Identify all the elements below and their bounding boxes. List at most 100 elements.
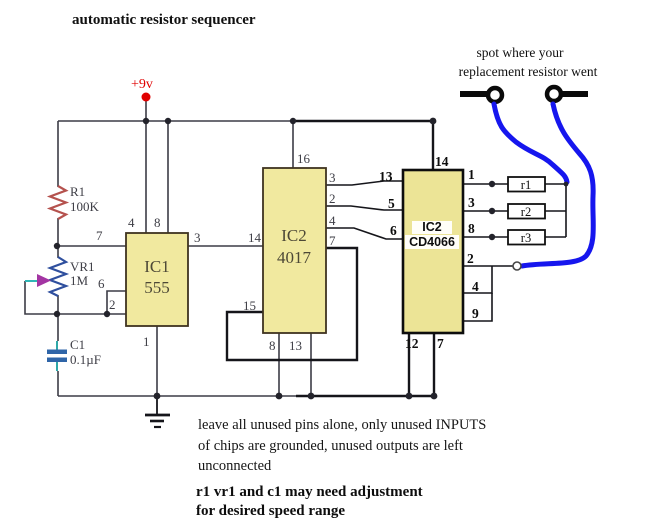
resistor-box-r2 bbox=[507, 203, 546, 220]
ic1-pin7: 7 bbox=[96, 228, 103, 243]
junction bbox=[488, 233, 496, 241]
ic1-pin3: 3 bbox=[194, 230, 201, 245]
ic2-4017-body bbox=[262, 167, 327, 334]
switch-part: CD4066 bbox=[409, 235, 455, 249]
switch-pin8: 8 bbox=[468, 221, 475, 236]
wire-4066-pin9 bbox=[463, 293, 493, 322]
wire-group bbox=[24, 101, 312, 397]
ic1-pin2: 2 bbox=[109, 297, 116, 312]
resistor-r1-zigzag bbox=[46, 185, 70, 220]
switch-pin4: 4 bbox=[472, 279, 479, 294]
counter-pin8: 8 bbox=[269, 338, 276, 353]
junction bbox=[103, 310, 111, 318]
wire-4017p4-4066p6 bbox=[326, 227, 403, 240]
counter-pin4: 4 bbox=[329, 213, 336, 228]
jumper-wire-right bbox=[519, 101, 596, 269]
junction bbox=[275, 392, 283, 400]
junction bbox=[429, 117, 437, 125]
page-title: automatic resistor sequencer bbox=[72, 12, 256, 28]
counter-pin2: 2 bbox=[329, 191, 336, 206]
junction bbox=[289, 117, 297, 125]
switch-pin9: 9 bbox=[472, 306, 479, 321]
jumper-wire-left bbox=[491, 101, 570, 185]
counter-ref: IC2 bbox=[281, 226, 307, 245]
junction bbox=[142, 117, 150, 125]
counter-pin14: 14 bbox=[248, 230, 262, 245]
switch-ref: IC2 bbox=[422, 220, 442, 234]
signal-group bbox=[326, 180, 567, 322]
bus-4017-pin7-to-pin15 bbox=[225, 246, 359, 362]
seq-resistor-r1: r1 bbox=[521, 178, 531, 192]
switch-pin6: 6 bbox=[390, 223, 397, 238]
vr1-ref: VR1 bbox=[70, 259, 95, 274]
switch-pin5: 5 bbox=[388, 196, 395, 211]
note-bold2: for desired speed range bbox=[196, 503, 345, 519]
counter-pin7: 7 bbox=[329, 233, 336, 248]
terminal-note-line1: spot where your bbox=[477, 45, 564, 60]
note-bold1: r1 vr1 and c1 may need adjustment bbox=[196, 484, 423, 500]
terminal-ring-left bbox=[485, 85, 505, 105]
switch-pin13: 13 bbox=[379, 169, 393, 184]
junction bbox=[153, 392, 161, 400]
junction bbox=[405, 392, 413, 400]
junction bbox=[307, 392, 315, 400]
cd4066-label-backing-2 bbox=[405, 235, 459, 249]
ic2-cd4066-body bbox=[401, 168, 465, 335]
r1-value: 100K bbox=[70, 199, 100, 214]
seq-resistor-r2: r2 bbox=[521, 205, 531, 219]
wire-4017p2-4066p5 bbox=[326, 205, 403, 211]
switch-pin7: 7 bbox=[437, 336, 444, 351]
junction bbox=[430, 392, 438, 400]
switch-pin2: 2 bbox=[467, 251, 474, 266]
open-terminal-pin2 bbox=[512, 261, 522, 271]
capacitor-plate-top bbox=[47, 349, 67, 354]
resistor-box-r1 bbox=[507, 176, 546, 193]
supply-label: +9v bbox=[131, 77, 153, 92]
wire-555-pin6-pin2 bbox=[106, 290, 126, 315]
switch-pin3: 3 bbox=[468, 195, 475, 210]
resistor-box-r3 bbox=[507, 229, 546, 246]
ic1-pin8: 8 bbox=[154, 215, 161, 230]
r1-ref: R1 bbox=[70, 184, 85, 199]
ic1-pin6: 6 bbox=[98, 276, 105, 291]
cd4066-label-backing-1 bbox=[412, 221, 452, 234]
c1-value: 0.1µF bbox=[70, 352, 101, 367]
note-line1: leave all unused pins alone, only unused… bbox=[198, 417, 486, 433]
note-line2: of chips are grounded, unused outputs ar… bbox=[198, 438, 463, 454]
potentiometer-vr1-zigzag bbox=[46, 256, 70, 297]
c1-ref: C1 bbox=[70, 337, 85, 352]
junction bbox=[164, 117, 172, 125]
ic1-555-body bbox=[125, 232, 189, 327]
junction-dots bbox=[53, 117, 569, 400]
terminal-ring-right bbox=[544, 84, 564, 104]
counter-pin15: 15 bbox=[243, 298, 256, 313]
junction bbox=[563, 181, 569, 187]
switch-pin14: 14 bbox=[435, 154, 449, 169]
junction bbox=[53, 310, 61, 318]
ic1-pin4: 4 bbox=[128, 215, 135, 230]
ground-symbol bbox=[145, 396, 170, 429]
wire-4017p3-4066p13 bbox=[326, 180, 403, 186]
junction bbox=[53, 242, 61, 250]
ic1-part: 555 bbox=[144, 278, 170, 297]
supply-dot bbox=[141, 92, 151, 102]
bus-group bbox=[225, 119, 436, 398]
counter-pin13: 13 bbox=[289, 338, 302, 353]
junction bbox=[488, 207, 496, 215]
junction bbox=[488, 180, 496, 188]
terminal-note-line2: replacement resistor went bbox=[459, 64, 598, 79]
switch-pin12: 12 bbox=[405, 336, 419, 351]
counter-part: 4017 bbox=[277, 248, 312, 267]
note-line3: unconnected bbox=[198, 458, 272, 474]
jumper-wires bbox=[491, 101, 596, 269]
wire-vr1-wiper bbox=[24, 281, 107, 315]
capacitor-plate-bottom bbox=[47, 357, 67, 362]
switch-pin1: 1 bbox=[468, 167, 475, 182]
counter-pin3: 3 bbox=[329, 170, 336, 185]
ic1-pin1: 1 bbox=[143, 334, 150, 349]
vr1-value: 1M bbox=[70, 273, 89, 288]
wiper-arrow-icon bbox=[37, 274, 51, 287]
ic1-ref: IC1 bbox=[144, 257, 170, 276]
